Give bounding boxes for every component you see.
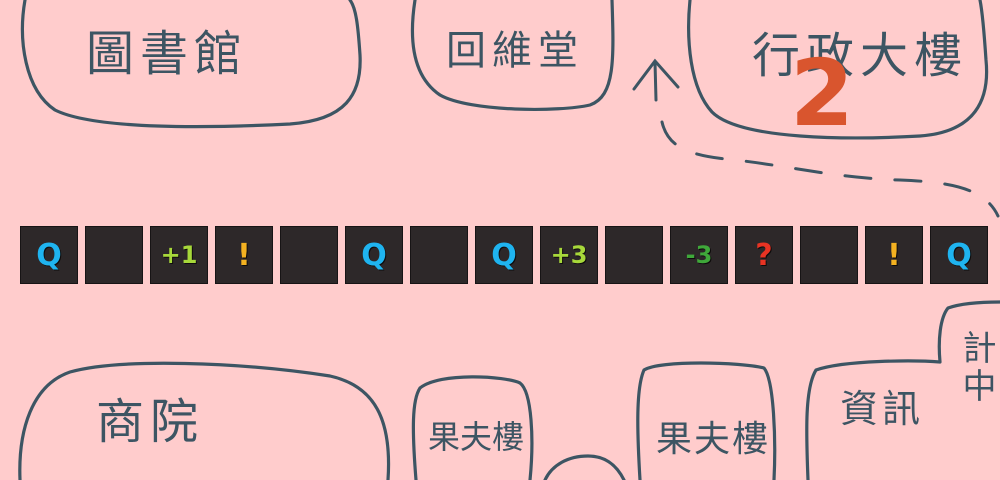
fruit2-label: 果夫樓 xyxy=(656,419,771,460)
board-cell-empty xyxy=(410,226,468,284)
board-cell-empty xyxy=(800,226,858,284)
arrow-up-icon xyxy=(632,58,680,102)
hall-label: 回維堂 xyxy=(446,28,584,74)
library-outline xyxy=(20,0,362,129)
board-cell-plus: +1 xyxy=(150,226,208,284)
library-label: 圖書館 xyxy=(86,26,249,82)
board-cell-event: ! xyxy=(865,226,923,284)
board-cell-event: ! xyxy=(215,226,273,284)
route-dashed xyxy=(660,120,1000,218)
admin-outline xyxy=(687,0,989,140)
fruit2-outline xyxy=(636,361,777,480)
board-cell-empty xyxy=(85,226,143,284)
player-marker: 2 xyxy=(790,40,855,147)
fruit1-outline xyxy=(411,375,534,480)
info-outline xyxy=(805,300,1000,480)
business-label: 商院 xyxy=(96,394,205,450)
board-cell-empty xyxy=(605,226,663,284)
board-cell-quiz: Q xyxy=(475,226,533,284)
fruit1-label: 果夫樓 xyxy=(428,418,525,456)
info-center-label: 計中 xyxy=(956,330,996,406)
board-cell-minus: -3 xyxy=(670,226,728,284)
board-cell-quiz: Q xyxy=(345,226,403,284)
board-cell-empty xyxy=(280,226,338,284)
hall-outline xyxy=(410,0,615,112)
admin-label: 行政大樓 xyxy=(752,28,969,84)
business-outline xyxy=(18,361,391,480)
board-cell-plus: +3 xyxy=(540,226,598,284)
board-cell-mystery: ? xyxy=(735,226,793,284)
board-cell-quiz: Q xyxy=(20,226,78,284)
round-outline xyxy=(543,454,626,480)
info-label: 資訊 xyxy=(840,387,925,431)
board-cell-quiz: Q xyxy=(930,226,988,284)
